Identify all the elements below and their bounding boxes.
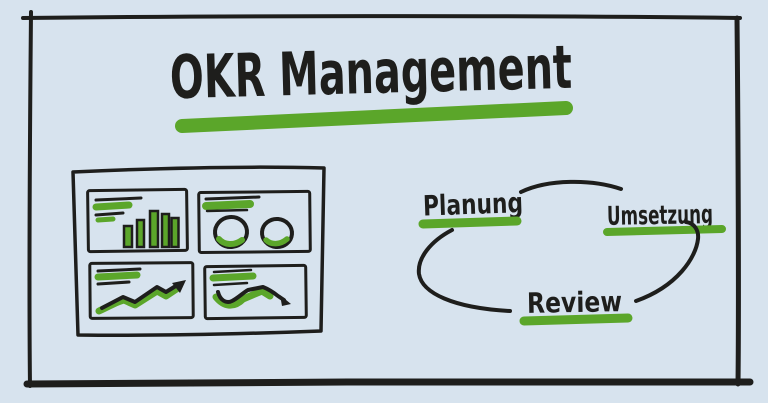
trend-shadow xyxy=(212,287,274,309)
trend-line xyxy=(216,285,286,304)
panel-subtitle-scribble xyxy=(96,280,131,286)
bar xyxy=(135,218,146,249)
dashboard-sketch xyxy=(71,165,326,338)
cycle-arc-planung-to-umsetzung xyxy=(519,179,623,194)
bar xyxy=(160,212,171,249)
cycle-step-review: Review xyxy=(519,285,633,326)
cycle-step-label: Planung xyxy=(422,186,523,222)
panel-title-highlight xyxy=(94,271,141,281)
cycle-diagram: Planung Umsetzung Review xyxy=(416,179,726,326)
whiteboard-frame xyxy=(21,10,754,388)
panel-border xyxy=(86,187,189,254)
panel-subtitle-scribble xyxy=(94,211,125,217)
frame-top-line xyxy=(21,14,742,20)
panel-line-chart-up xyxy=(88,261,195,320)
cycle-step-umsetzung: Umsetzung xyxy=(603,200,726,236)
panel-bar-chart xyxy=(86,187,189,254)
cycle-step-planung: Planung xyxy=(418,186,524,229)
panel-title-highlight xyxy=(202,200,254,210)
donut-segment xyxy=(263,236,290,247)
panel-title-scribble xyxy=(204,195,261,201)
bar xyxy=(122,224,134,249)
donut-outline xyxy=(260,216,294,250)
panel-border xyxy=(197,189,312,255)
trend-up-arrow-icon xyxy=(95,280,186,315)
arrow-head xyxy=(172,280,186,293)
bar xyxy=(148,209,160,249)
panel-title-highlight xyxy=(209,272,257,282)
trend-down-arrow-icon xyxy=(212,285,291,309)
dashboard-frame xyxy=(71,165,326,338)
cycle-arc-umsetzung-to-review xyxy=(634,220,701,303)
panel-title-scribble xyxy=(94,196,143,202)
bar-chart-icon xyxy=(122,209,180,249)
panel-subtitle-scribble xyxy=(212,281,249,287)
panel-donut-chart xyxy=(197,189,312,255)
step-highlight-underline xyxy=(603,225,726,236)
frame-left-line xyxy=(27,10,33,388)
donut-segment xyxy=(216,236,245,247)
frame-right-line xyxy=(734,15,741,387)
title-highlight-underline xyxy=(175,101,573,133)
cycle-step-label: Review xyxy=(527,285,623,320)
panel-line-chart-down xyxy=(203,263,308,321)
panel-title-scribble xyxy=(96,267,142,273)
panel-title-highlight xyxy=(92,201,133,211)
step-highlight-underline xyxy=(519,313,633,326)
arrow-head xyxy=(280,295,291,306)
step-highlight-underline xyxy=(418,216,522,229)
panel-subtitle-highlight xyxy=(95,216,116,223)
panel-subtitle-scribble xyxy=(205,208,249,213)
trend-line xyxy=(100,282,181,310)
donut-chart-icon xyxy=(213,214,294,250)
cycle-arc-review-to-planung xyxy=(416,228,512,313)
panel-border xyxy=(88,261,195,320)
panel-border xyxy=(203,263,308,321)
panel-title-scribble xyxy=(212,268,253,274)
bar xyxy=(170,216,180,249)
frame-bottom-line xyxy=(23,378,754,388)
page-title: OKR Management xyxy=(169,33,573,113)
